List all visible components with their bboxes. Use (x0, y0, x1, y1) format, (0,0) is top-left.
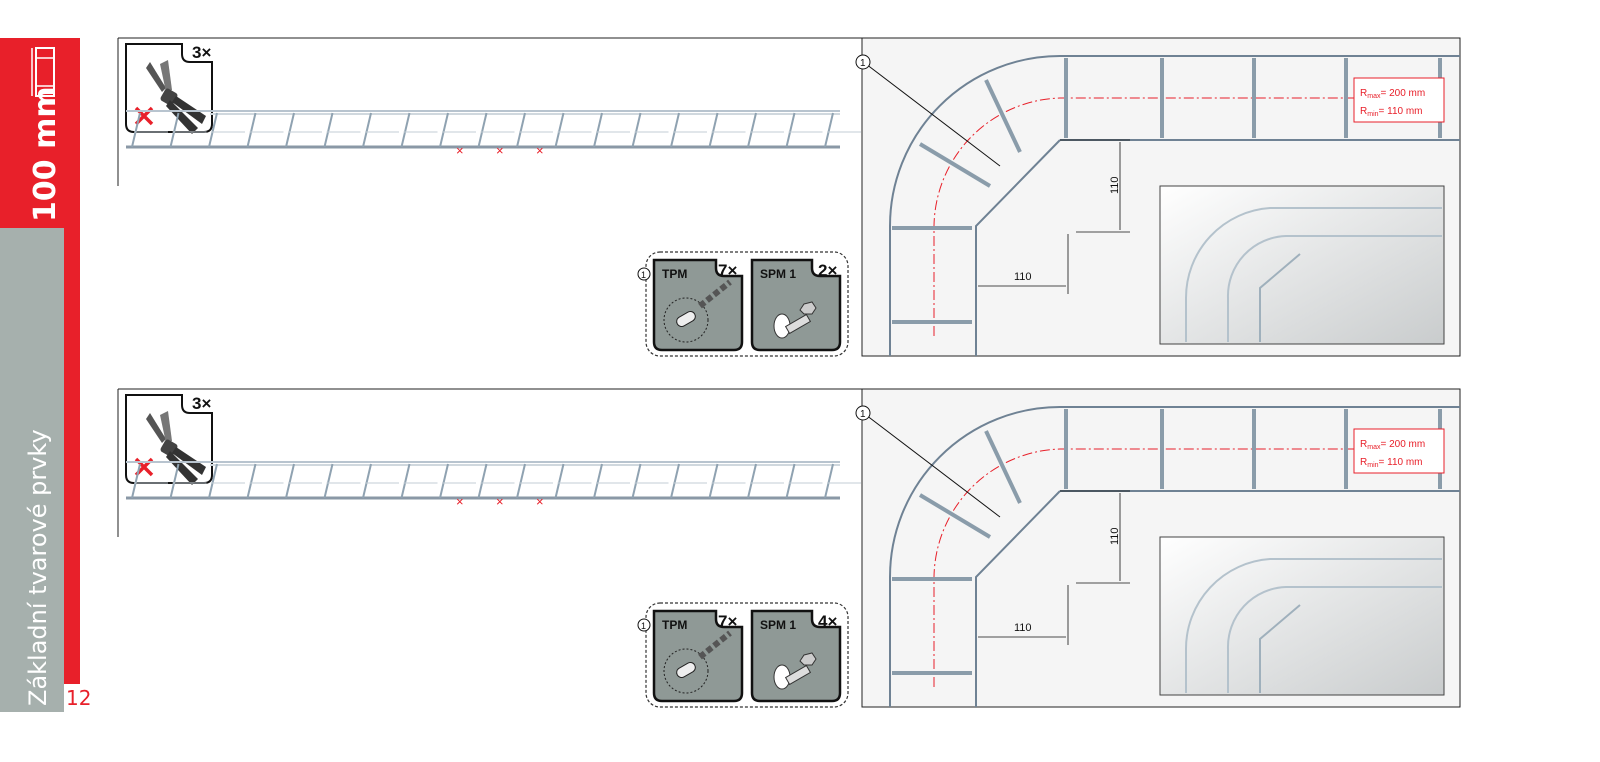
tray-rung (400, 463, 411, 499)
tray-rung (516, 463, 526, 499)
tray-rung (785, 112, 796, 148)
straight-tray (126, 461, 861, 500)
callout-number: 1 (860, 409, 866, 420)
radius-box (1353, 428, 1445, 474)
dimension-label: 110 (1014, 622, 1032, 634)
part-qty: 7× (718, 261, 737, 280)
tray-photo (1159, 185, 1445, 345)
part-name: SPM 1 (760, 267, 796, 281)
assembly-step: 3× × × × TPM 7× 1 SPM 1 2× (0, 36, 1600, 391)
dimension-label: 110 (1109, 176, 1121, 194)
radius-min: Rmin= 110 mm (1360, 457, 1423, 469)
part-name: SPM 1 (760, 618, 796, 632)
tray-rung (824, 112, 834, 148)
tray-rung (208, 112, 218, 148)
part-name: TPM (662, 618, 687, 632)
cable-tray-icon (31, 47, 55, 97)
tray-rung (131, 463, 141, 499)
callout-number: 1 (860, 58, 866, 69)
straight-tray (126, 110, 861, 149)
callout-number: 1 (641, 270, 646, 280)
cut-mark: × (496, 494, 504, 509)
step-drawing: 3× × × × TPM 7× 1 SPM 1 4× (117, 388, 1461, 708)
bend-drawing: 1 110 110 Rmax= 200 mm Rmin= 110 mm (855, 37, 1461, 357)
cut-mark: × (536, 143, 544, 158)
part-card-spm (750, 609, 842, 703)
callout-number: 1 (641, 621, 646, 631)
cut-mark: × (536, 494, 544, 509)
callout-circle (637, 618, 651, 632)
part-qty: 2× (818, 261, 837, 280)
radius-box (1353, 77, 1445, 123)
bend-drawing: 1 110 110 Rmax= 200 mm Rmin= 110 mm (855, 388, 1461, 708)
cut-count: 3× (192, 43, 211, 62)
tray-rung (670, 463, 680, 499)
tray-rung (593, 112, 603, 148)
tray-rung (400, 112, 411, 148)
part-card-tpm (652, 609, 744, 703)
part-name: TPM (662, 267, 687, 281)
tray-rung (285, 463, 295, 499)
tray-rung (631, 112, 642, 148)
sidebar-size-block (0, 38, 80, 228)
radius-min: Rmin= 110 mm (1360, 106, 1423, 118)
tray-rung (477, 112, 488, 148)
dimension-label: 110 (1109, 527, 1121, 545)
tray-rung (708, 112, 719, 148)
parts-box: TPM 7× 1 SPM 1 2× (637, 251, 849, 357)
part-qty: 7× (718, 612, 737, 631)
sidebar-accent-bar (64, 228, 80, 684)
tray-rung (285, 112, 295, 148)
tray-rung (477, 463, 488, 499)
tray-rung (439, 112, 449, 148)
tray-rung (246, 112, 257, 148)
cut-count: 3× (192, 394, 211, 413)
tray-rung (516, 112, 526, 148)
tray-rung (631, 463, 642, 499)
tray-rung (554, 112, 565, 148)
tray-rung (747, 463, 757, 499)
tray-rung (670, 112, 680, 148)
tray-rung (169, 112, 180, 148)
tray-rung (439, 463, 449, 499)
tray-rung (246, 463, 257, 499)
tray-rung (593, 463, 603, 499)
part-card-tpm (652, 258, 744, 352)
assembly-step: 3× × × × TPM 7× 1 SPM 1 4× (0, 387, 1600, 742)
dimension-label: 110 (1014, 271, 1032, 283)
tray-rung (131, 112, 141, 148)
tray-rung (785, 463, 796, 499)
tray-rung (169, 463, 180, 499)
cut-mark: × (456, 143, 464, 158)
sidebar-section-block (0, 228, 64, 712)
tray-rung (323, 112, 334, 148)
tray-rung (708, 463, 719, 499)
tray-rung (208, 463, 218, 499)
tray-rung (747, 112, 757, 148)
tray-rung (362, 112, 372, 148)
callout-circle (637, 267, 651, 281)
tray-rung (323, 463, 334, 499)
cut-mark: × (456, 494, 464, 509)
tray-photo (1159, 536, 1445, 696)
page-number: 12 (66, 686, 92, 710)
radius-max: Rmax= 200 mm (1360, 439, 1425, 451)
part-card-spm (750, 258, 842, 352)
tray-rung (824, 463, 834, 499)
tray-rung (362, 463, 372, 499)
part-qty: 4× (818, 612, 837, 631)
parts-box: TPM 7× 1 SPM 1 4× (637, 602, 849, 708)
radius-max: Rmax= 200 mm (1360, 88, 1425, 100)
cut-mark: × (496, 143, 504, 158)
tray-rung (554, 463, 565, 499)
step-drawing: 3× × × × TPM 7× 1 SPM 1 2× (117, 37, 1461, 357)
